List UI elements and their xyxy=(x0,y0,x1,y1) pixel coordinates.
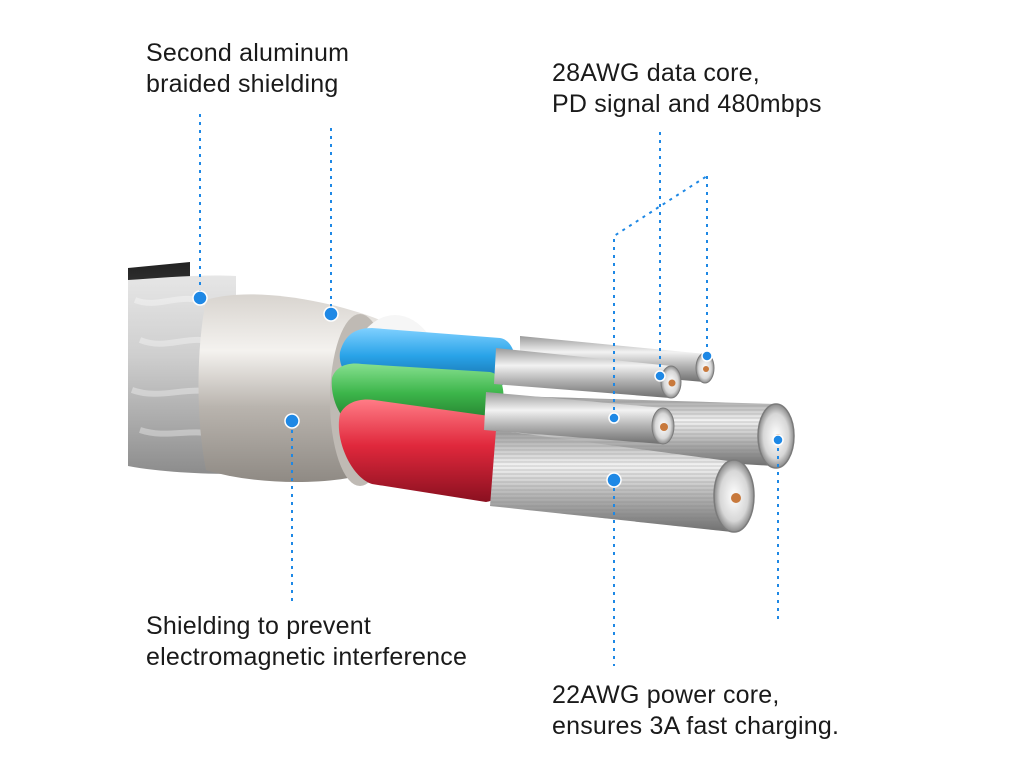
data-conductor-3 xyxy=(484,392,675,445)
callout-dot-data-3 xyxy=(608,412,620,424)
insulated-cores xyxy=(331,328,520,502)
label-braided-shielding-line2: braided shielding xyxy=(146,70,339,98)
callout-dot-data-1 xyxy=(701,350,713,362)
label-braided-shielding-line1: Second aluminum xyxy=(146,39,350,67)
conductors xyxy=(484,336,795,533)
label-power-core-line2: ensures 3A fast charging. xyxy=(552,712,840,740)
label-data-core: 28AWG data core, PD signal and 480mbps xyxy=(552,58,822,120)
callout-dot-power-rear xyxy=(772,434,784,446)
data-conductor-2 xyxy=(494,348,682,399)
label-braided-shielding: Second aluminum braided shielding xyxy=(146,38,349,100)
label-power-core: 22AWG power core, ensures 3A fast chargi… xyxy=(552,680,839,742)
callout-dot-foil xyxy=(323,306,339,322)
callout-dot-braid xyxy=(192,290,208,306)
callout-dot-data-2 xyxy=(654,370,666,382)
braid-texture xyxy=(130,295,230,441)
callouts xyxy=(199,114,779,666)
label-data-core-line2: PD signal and 480mbps xyxy=(552,90,822,118)
label-data-core-line1: 28AWG data core, xyxy=(552,59,760,87)
callout-dot-power-front xyxy=(606,472,622,488)
callout-dot-emi xyxy=(284,413,300,429)
label-emi-shielding-line2: electromagnetic interference xyxy=(146,643,468,671)
label-emi-shielding-line1: Shielding to prevent xyxy=(146,612,371,640)
callout-dots xyxy=(192,290,784,488)
label-emi-shielding: Shielding to prevent electromagnetic int… xyxy=(146,611,467,673)
label-power-core-line1: 22AWG power core, xyxy=(552,681,780,709)
red-core-insulation xyxy=(338,399,520,502)
